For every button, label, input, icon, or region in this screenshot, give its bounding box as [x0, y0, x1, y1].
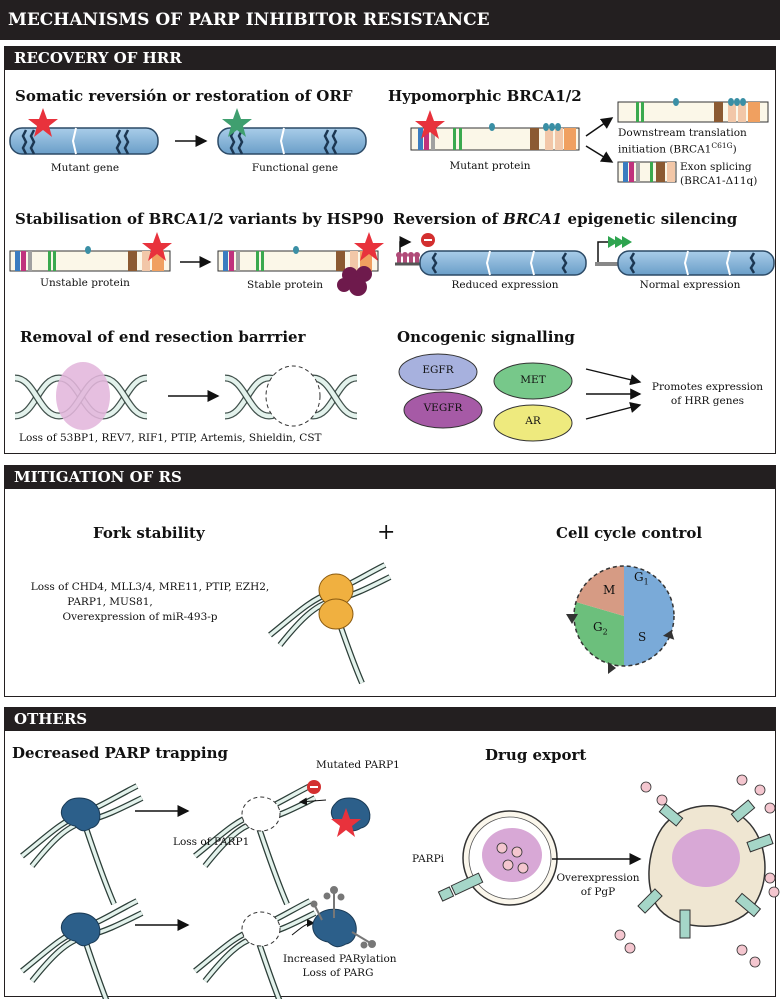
unstable-protein-label: Unstable protein: [40, 277, 130, 289]
epigenetic-heading-pre: Reversion of: [393, 210, 498, 228]
egfr-label: EGFR: [422, 364, 454, 376]
stable-protein-bar: [217, 232, 384, 272]
reduced-expression-label: Reduced expression: [451, 279, 559, 291]
active-promoter: [595, 236, 632, 266]
signalling-arrow-1: [585, 368, 642, 386]
fork-line-3: Overexpression of miR-493-p: [62, 611, 218, 623]
met-label: MET: [520, 374, 546, 386]
unstable-protein-bar: [9, 232, 172, 272]
promotes-label-2: of HRR genes: [670, 395, 745, 407]
panel-rs-title: MITIGATION OF RS: [4, 465, 776, 489]
phase-g1-label: G1: [634, 570, 649, 587]
dna-with-barrier: [15, 362, 147, 430]
somatic-heading: Somatic reversión or restoration of ORF: [15, 87, 353, 105]
mutation-star-icon: [354, 232, 384, 261]
drug-export-heading: Drug export: [485, 746, 587, 764]
parpi-label: PARPi: [412, 853, 445, 865]
empty-fork-1: [195, 786, 315, 904]
exon-label-1: Exon splicing: [680, 161, 752, 173]
resistant-cell: [614, 774, 780, 968]
dna-without-barrier: [225, 365, 357, 427]
exon-label-2: (BRCA1-Δ11q): [680, 175, 758, 187]
receptor-ellipses: [398, 353, 573, 442]
reduced-expression-gene: [419, 250, 587, 276]
phase-s-label: S: [638, 630, 647, 644]
normal-cell: [437, 810, 558, 906]
replication-fork: [270, 565, 390, 683]
mutant-protein-label: Mutant protein: [449, 160, 531, 172]
panel-others-title: OTHERS: [4, 707, 776, 731]
vegfr-label: VEGFR: [423, 402, 463, 414]
fork-stability-heading: Fork stability: [93, 524, 205, 542]
ar-receptor: [493, 404, 573, 442]
normal-expression-gene: [617, 250, 775, 276]
resection-heading: Removal of end resection barrrier: [20, 328, 306, 346]
mutated-parp1: [330, 797, 371, 837]
downstream-label-1: Downstream translation: [618, 127, 747, 139]
egfr-receptor: [398, 353, 478, 391]
epigenetic-heading-gene: BRCA1: [503, 210, 563, 228]
parylation-label: Increased PARylation: [283, 953, 397, 965]
functional-gene-label: Functional gene: [251, 162, 339, 174]
restored-star-icon: [222, 108, 252, 137]
spliced-protein-bar: [617, 161, 677, 183]
stable-protein-label: Stable protein: [247, 279, 323, 291]
main-title-bar: MECHANISMS OF PARP INHIBITOR RESISTANCE: [0, 0, 780, 40]
normal-expression-label: Normal expression: [639, 279, 741, 291]
mutated-parp-arrow: [299, 797, 327, 806]
vegfr-receptor: [403, 391, 483, 429]
mutated-parp1-label: Mutated PARP1: [316, 759, 400, 771]
signalling-arrow-3: [585, 402, 642, 420]
epigenetic-heading-post: epigenetic silencing: [567, 210, 738, 228]
panel-hrr-title: RECOVERY OF HRR: [4, 46, 776, 70]
overexpression-label-2: of PgP: [580, 886, 616, 898]
trapped-parp-fork-2: [22, 901, 142, 999]
mutant-gene: [9, 108, 159, 155]
mutation-star-icon: [415, 110, 445, 139]
plus-sign: +: [377, 520, 396, 545]
loss-parp1-label: Loss of PARP1: [173, 836, 250, 848]
hsp90-heading: Stabilisation of BRCA1/2 variants by HSP…: [15, 210, 384, 228]
main-title: MECHANISMS OF PARP INHIBITOR RESISTANCE: [8, 10, 490, 30]
ar-label: AR: [525, 415, 541, 427]
promotes-label-1: Promotes expression: [651, 381, 764, 393]
fork-line-2: PARP1, MUS81,: [67, 596, 153, 608]
silenced-promoter: [395, 233, 435, 266]
mutant-gene-label: Mutant gene: [50, 162, 120, 174]
mutation-star-icon: [28, 108, 58, 137]
hypomorphic-heading: Hypomorphic BRCA1/2: [388, 87, 582, 105]
met-receptor: [493, 362, 573, 400]
parg-label: Loss of PARG: [302, 967, 374, 979]
hsp90-icon: [337, 266, 372, 296]
phase-g2-label: G2: [593, 620, 608, 637]
parylation-arrow: [291, 919, 315, 936]
cell-cycle-diagram: [566, 565, 675, 674]
downstream-text: initiation (BRCA1: [618, 143, 712, 156]
downstream-superscript: C61G: [711, 141, 733, 150]
downstream-protein-bar: [617, 98, 769, 123]
epigenetic-heading: Reversion of BRCA1 epigenetic silencing: [393, 210, 737, 228]
mutation-star-icon: [331, 808, 361, 837]
fork-line-1: Loss of CHD4, MLL3/4, MRE11, PTIP, EZH2,: [30, 581, 270, 593]
oncogenic-heading: Oncogenic signalling: [397, 328, 575, 346]
parylated-parp1: [310, 886, 376, 949]
mutation-star-icon: [142, 232, 172, 261]
downstream-label-2: initiation (BRCA1C61G): [618, 141, 737, 156]
trapped-parp-fork-1: [22, 786, 142, 904]
phase-m-label: M: [603, 583, 616, 597]
downstream-arrow: [585, 117, 614, 137]
cell-cycle-heading: Cell cycle control: [556, 524, 703, 542]
empty-fork-2: [195, 901, 315, 999]
splicing-arrow: [585, 145, 614, 163]
functional-gene: [217, 108, 367, 155]
mutant-protein-bar: [410, 110, 580, 151]
resection-caption: Loss of 53BP1, REV7, RIF1, PTIP, Artemis…: [19, 432, 322, 444]
downstream-close: ): [732, 143, 737, 156]
overexpression-label-1: Overexpression: [556, 872, 640, 884]
trapping-heading: Decreased PARP trapping: [12, 744, 228, 762]
